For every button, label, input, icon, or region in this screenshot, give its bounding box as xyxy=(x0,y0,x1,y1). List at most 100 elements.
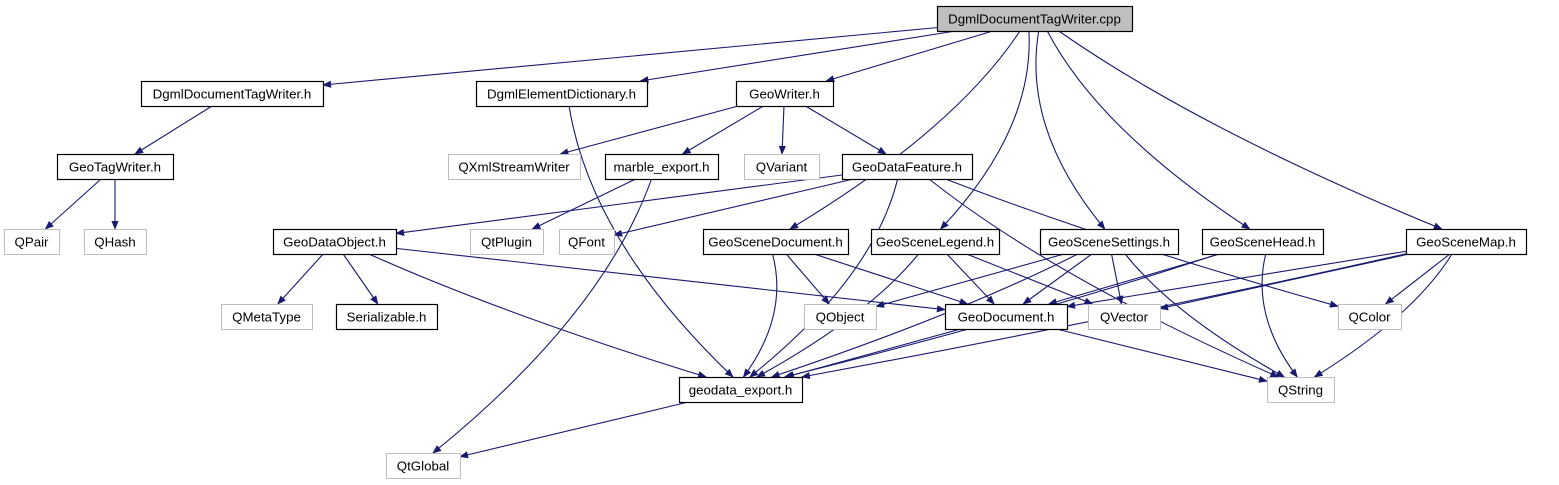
node-box xyxy=(386,453,461,479)
node-box xyxy=(1405,228,1528,256)
node-dgml-document-tag-writer-h[interactable]: DgmlDocumentTagWriter.h xyxy=(140,80,325,108)
node-geo-writer-h[interactable]: GeoWriter.h xyxy=(735,80,835,108)
node-box xyxy=(702,228,850,256)
edge-geo-data-feature-h-to-q-font xyxy=(613,178,854,237)
edge-geo-scene-document-h-to-q-object xyxy=(785,253,830,305)
node-box xyxy=(1338,304,1402,330)
node-label: GeoSceneLegend.h xyxy=(876,235,994,250)
edge-geo-scene-settings-h-to-geo-document-h xyxy=(1022,253,1093,305)
node-label: QtPlugin xyxy=(481,235,532,250)
node-q-pair: QPair xyxy=(4,229,60,255)
node-geo-data-feature-h[interactable]: GeoDataFeature.h xyxy=(841,153,974,181)
edge-dgml-element-dictionary-h-to-geodata-export-h xyxy=(568,105,734,378)
edge-dgml-document-tag-writer-cpp-to-geo-scene-document-h xyxy=(789,30,1021,230)
edge-geo-data-feature-h-to-geo-data-object-h xyxy=(395,174,843,236)
edge-geo-tag-writer-h-to-q-pair xyxy=(44,178,102,230)
node-box xyxy=(335,303,439,331)
node-box xyxy=(56,153,175,181)
node-box xyxy=(936,5,1134,33)
node-q-object: QObject xyxy=(804,304,877,330)
node-label: GeoSceneMap.h xyxy=(1416,235,1516,250)
edge-marble-export-h-to-qt-global xyxy=(432,178,653,454)
node-box xyxy=(944,303,1069,331)
node-label: GeoSceneDocument.h xyxy=(708,235,843,250)
node-geo-document-h[interactable]: GeoDocument.h xyxy=(944,303,1069,331)
edge-dgml-document-tag-writer-h-to-geo-tag-writer-h xyxy=(134,105,213,155)
node-label: QHash xyxy=(94,235,135,250)
edge-dgml-document-tag-writer-cpp-to-dgml-document-tag-writer-h xyxy=(322,27,938,88)
node-box xyxy=(804,304,877,330)
node-label: QString xyxy=(1278,383,1323,398)
node-geo-scene-head-h[interactable]: GeoSceneHead.h xyxy=(1201,228,1325,256)
node-box xyxy=(678,376,804,404)
node-label: GeoDocument.h xyxy=(958,310,1055,325)
edge-geo-scene-map-h-to-geo-document-h xyxy=(1066,250,1407,309)
node-box xyxy=(1088,304,1161,330)
node-box xyxy=(475,80,649,108)
node-label: geodata_export.h xyxy=(689,383,793,398)
node-box xyxy=(870,228,1001,256)
edge-dgml-document-tag-writer-cpp-to-geo-writer-h xyxy=(825,30,993,83)
node-box xyxy=(1201,228,1325,256)
node-qt-global: QtGlobal xyxy=(386,453,461,479)
node-label: QVariant xyxy=(756,160,808,175)
edges-layer xyxy=(44,27,1453,459)
node-label: QObject xyxy=(816,310,865,325)
edge-geo-writer-h-to-marble-export-h xyxy=(681,105,764,155)
node-box xyxy=(559,229,615,255)
node-geodata-export-h[interactable]: geodata_export.h xyxy=(678,376,804,404)
edge-geo-scene-settings-h-to-q-object xyxy=(875,253,1065,308)
node-label: QMetaType xyxy=(232,310,301,325)
node-box xyxy=(221,304,313,330)
node-q-string: QString xyxy=(1267,377,1335,403)
edge-dgml-document-tag-writer-cpp-to-geo-scene-head-h xyxy=(1046,30,1251,230)
edge-geo-scene-settings-h-to-q-string xyxy=(1124,253,1286,378)
node-geo-scene-map-h[interactable]: GeoSceneMap.h xyxy=(1405,228,1528,256)
edge-geo-data-feature-h-to-geodata-export-h xyxy=(749,178,899,378)
node-label: GeoSceneSettings.h xyxy=(1048,235,1170,250)
node-box xyxy=(84,229,147,255)
node-dgml-element-dictionary-h[interactable]: DgmlElementDictionary.h xyxy=(475,80,649,108)
edge-geo-scene-legend-h-to-q-vector xyxy=(966,253,1094,305)
node-label: GeoDataFeature.h xyxy=(852,160,962,175)
node-geo-scene-legend-h[interactable]: GeoSceneLegend.h xyxy=(870,228,1001,256)
node-marble-export-h[interactable]: marble_export.h xyxy=(604,153,720,181)
edge-geo-scene-head-h-to-q-string xyxy=(1261,253,1298,378)
node-label: GeoSceneHead.h xyxy=(1210,235,1316,250)
edge-geo-data-object-h-to-geodata-export-h xyxy=(368,253,708,379)
node-serializable-h[interactable]: Serializable.h xyxy=(335,303,439,331)
node-box xyxy=(1267,377,1335,403)
edge-geo-scene-map-h-to-q-vector xyxy=(1159,253,1410,311)
node-label: GeoDataObject.h xyxy=(283,235,386,250)
edge-geo-document-h-to-q-string xyxy=(1056,328,1268,383)
edge-dgml-document-tag-writer-cpp-to-geo-scene-map-h xyxy=(1058,30,1443,230)
node-box xyxy=(604,153,720,181)
node-dgml-document-tag-writer-cpp[interactable]: DgmlDocumentTagWriter.cpp xyxy=(936,5,1134,33)
node-label: DgmlElementDictionary.h xyxy=(487,87,636,102)
node-box xyxy=(140,80,325,108)
edge-geo-scene-document-h-to-geodata-export-h xyxy=(742,253,778,378)
node-box xyxy=(272,228,398,256)
node-q-vector: QVector xyxy=(1088,304,1161,330)
node-box xyxy=(735,80,835,108)
node-geo-tag-writer-h[interactable]: GeoTagWriter.h xyxy=(56,153,175,181)
edge-dgml-document-tag-writer-cpp-to-geo-scene-legend-h xyxy=(939,30,1030,230)
node-label: DgmlDocumentTagWriter.cpp xyxy=(948,12,1121,27)
node-geo-data-object-h[interactable]: GeoDataObject.h xyxy=(272,228,398,256)
node-geo-scene-document-h[interactable]: GeoSceneDocument.h xyxy=(702,228,850,256)
node-label: QFont xyxy=(568,235,605,250)
node-label: QColor xyxy=(1348,310,1391,325)
node-q-xml-stream-writer: QXmlStreamWriter xyxy=(448,154,581,180)
edge-geo-data-object-h-to-geo-document-h xyxy=(395,247,946,313)
edge-geo-writer-h-to-q-xml-stream-writer xyxy=(559,105,739,156)
edge-geo-data-feature-h-to-q-string xyxy=(928,178,1280,378)
node-q-font: QFont xyxy=(559,229,615,255)
edge-geo-writer-h-to-geo-data-feature-h xyxy=(805,105,887,155)
node-geo-scene-settings-h[interactable]: GeoSceneSettings.h xyxy=(1039,228,1180,256)
node-label: QXmlStreamWriter xyxy=(458,160,570,175)
edge-dgml-document-tag-writer-cpp-to-dgml-element-dictionary-h xyxy=(639,30,956,84)
node-label: DgmlDocumentTagWriter.h xyxy=(153,87,312,102)
node-label: GeoTagWriter.h xyxy=(69,160,161,175)
edge-geodata-export-h-to-qt-global xyxy=(459,401,689,459)
